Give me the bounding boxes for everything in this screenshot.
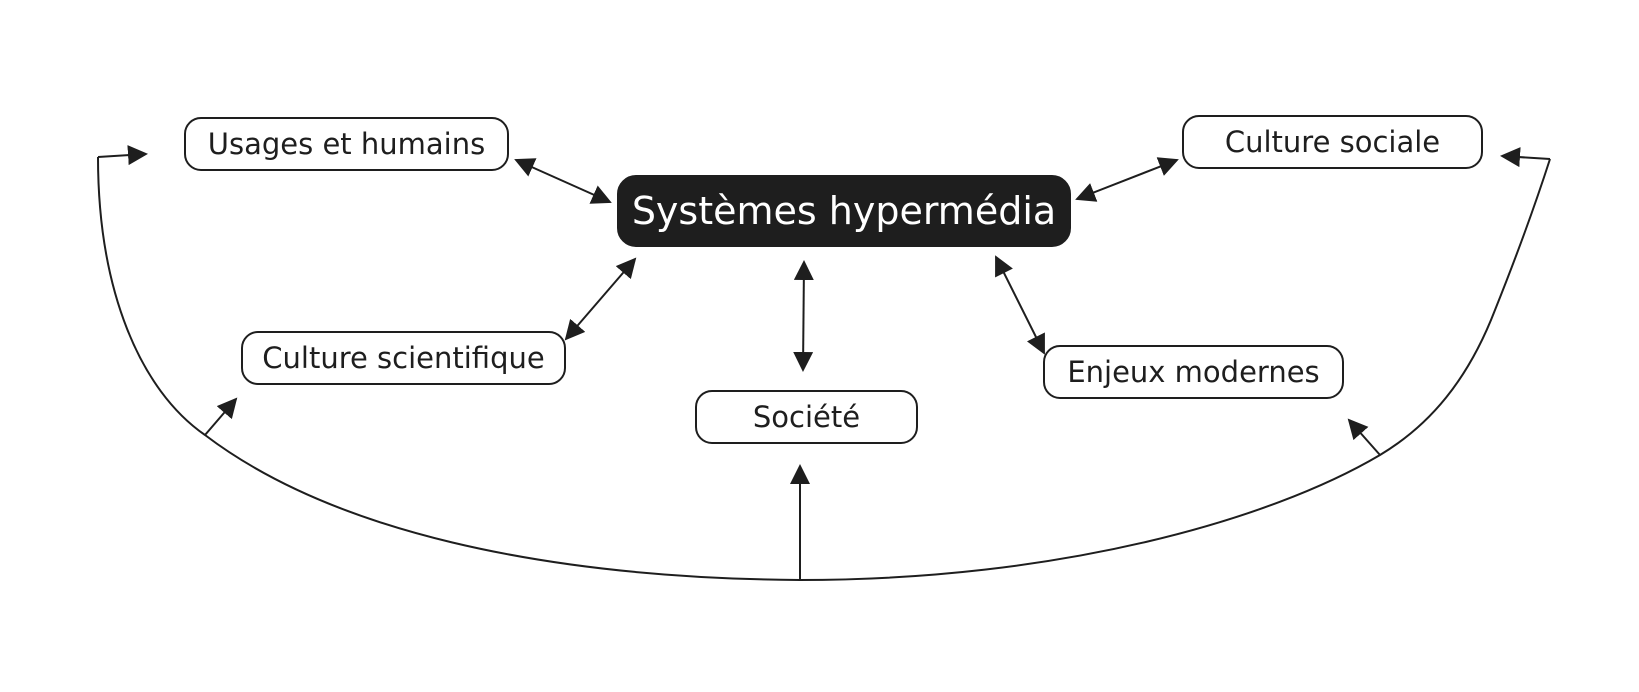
node-culture-scientifique-label: Culture scientifique (262, 341, 544, 375)
feedback-to-usages (97, 145, 148, 166)
central-node: Systèmes hypermédia (617, 175, 1071, 247)
node-enjeux: Enjeux modernes (1043, 345, 1344, 399)
node-societe-box (695, 390, 918, 444)
central-node-label: Systèmes hypermédia (632, 189, 1056, 233)
feedback-to-enjeux (1347, 418, 1381, 456)
edge-center-culture-scientifique (564, 257, 637, 341)
node-culture-scientifique-box (241, 331, 566, 385)
edge-center-usages (514, 158, 612, 204)
edge-center-societe (793, 260, 814, 372)
feedback-to-culture-sociale (1500, 147, 1551, 168)
node-societe-label: Société (753, 400, 860, 434)
node-societe: Société (695, 390, 918, 444)
feedback-to-culture-scientifique (204, 397, 238, 436)
node-enjeux-label: Enjeux modernes (1067, 355, 1319, 389)
edge-center-culture-sociale (1075, 157, 1179, 202)
node-usages-box (184, 117, 509, 171)
central-node-box (617, 175, 1071, 247)
edge-center-enjeux (995, 255, 1045, 355)
node-usages-label: Usages et humains (208, 127, 485, 161)
node-culture-scientifique: Culture scientifique (241, 331, 566, 385)
feedback-loop-curve (97, 156, 1551, 582)
node-culture-sociale: Culture sociale (1182, 115, 1483, 169)
node-enjeux-box (1043, 345, 1344, 399)
node-usages: Usages et humains (184, 117, 509, 171)
node-culture-sociale-box (1182, 115, 1483, 169)
node-culture-sociale-label: Culture sociale (1225, 125, 1440, 159)
